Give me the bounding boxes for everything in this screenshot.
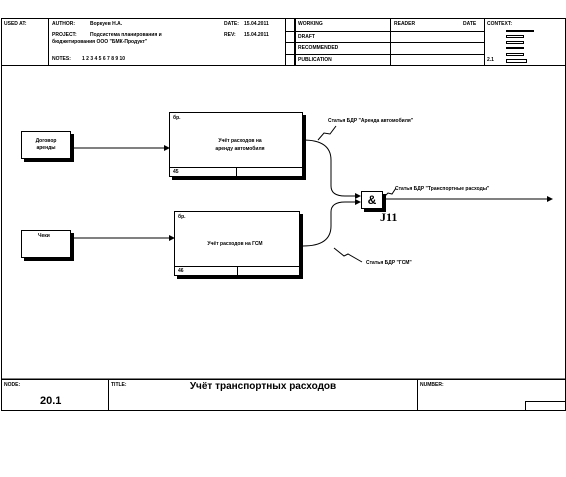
reader-date-label: DATE xyxy=(463,21,477,27)
input-receipts-label: Чеки xyxy=(38,233,50,239)
activity-rent-number: 45 xyxy=(173,169,179,175)
project-value-line1: Подсистема планирования и xyxy=(90,32,162,38)
reader-label: READER xyxy=(394,21,416,27)
rev-value: 15.04.2011 xyxy=(244,32,269,38)
arrow-label-fuel: Статья БДР "ГСМ" xyxy=(366,260,412,266)
activity-rent-label-1: Учёт расходов на xyxy=(218,138,262,144)
rev-label: REV: xyxy=(224,32,236,38)
project-label: PROJECT: xyxy=(52,32,77,38)
arrow-rent-output xyxy=(302,139,361,199)
activity-rent-box[interactable]: бр. Учёт расходов на аренду автомобиля 4… xyxy=(169,112,303,177)
status-line xyxy=(285,31,485,32)
junction-symbol: & xyxy=(367,193,377,207)
title-value: Учёт транспортных расходов xyxy=(189,381,337,392)
status-line xyxy=(285,42,485,43)
arrow-label-rent: Статья БДР "Аренда автомобиля" xyxy=(328,118,414,124)
status-draft: DRAFT xyxy=(298,34,315,40)
used-at-label: USED AT: xyxy=(4,21,27,27)
node-value: 20.1 xyxy=(40,395,62,407)
date-label: DATE: xyxy=(224,21,239,27)
context-node: 2.1 xyxy=(487,57,494,63)
arrow-fuel-output xyxy=(302,199,361,247)
squiggle-rent xyxy=(317,125,337,141)
status-line xyxy=(285,54,485,55)
input-contract-label-2: аренды xyxy=(36,145,56,151)
status-publication: PUBLICATION xyxy=(298,57,332,63)
author-label: AUTHOR: xyxy=(52,21,76,27)
status-working: WORKING xyxy=(298,21,323,27)
activity-rent-label-2: аренду автомобиля xyxy=(215,146,265,152)
status-recommended: RECOMMENDED xyxy=(298,45,339,51)
activity-fuel-number: 46 xyxy=(178,268,184,274)
node-label: NODE: xyxy=(4,382,21,388)
input-receipts-box[interactable]: Чеки xyxy=(21,230,71,258)
project-value-line2: бюджетирования ООО "БМК-Продукт" xyxy=(52,39,148,45)
junction-id: J11 xyxy=(380,210,398,224)
notes-label: NOTES: xyxy=(52,56,71,62)
activity-fuel-box[interactable]: бр. Учёт расходов на ГСМ 46 xyxy=(174,211,300,276)
notes-value: 1 2 3 4 5 6 7 8 9 10 xyxy=(82,56,126,62)
activity-fuel-label-1: Учёт расходов на ГСМ xyxy=(207,241,263,247)
number-label: NUMBER: xyxy=(420,382,444,388)
context-label: CONTEXT: xyxy=(487,21,512,27)
junction-and-box[interactable]: & xyxy=(361,191,383,209)
input-contract-label-1: Договор xyxy=(35,138,57,144)
footer-number-sub xyxy=(525,401,566,411)
title-label: TITLE: xyxy=(111,382,127,388)
arrow-label-output: Статья БДР "Транспортные расходы" xyxy=(395,186,490,192)
squiggle-fuel xyxy=(333,247,363,263)
activity-rent-tag: бр. xyxy=(173,115,181,121)
date-value: 15.04.2011 xyxy=(244,21,269,27)
input-contract-box[interactable]: Договор аренды xyxy=(21,131,71,159)
activity-fuel-tag: бр. xyxy=(178,214,186,220)
author-value: Воркуев Н.А. xyxy=(90,21,123,27)
